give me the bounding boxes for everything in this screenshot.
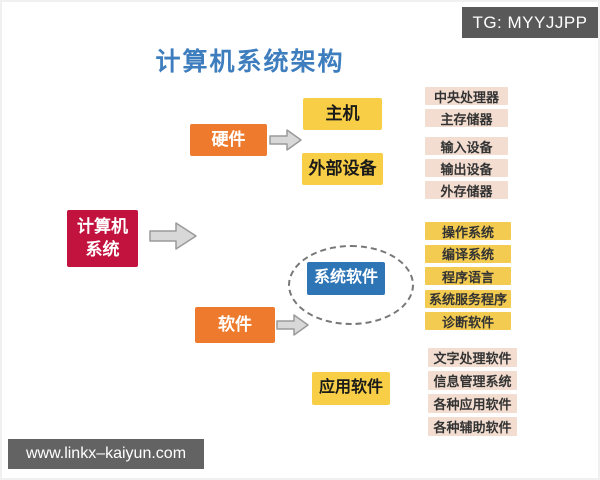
arrow-right-icon <box>269 129 302 151</box>
node-computer-system-line1: 计算机 <box>77 217 128 237</box>
node-hardware: 硬件 <box>190 124 267 156</box>
list-item: 信息管理系统 <box>428 371 517 390</box>
list-item: 程序语言 <box>425 267 511 285</box>
list-item: 中央处理器 <box>425 87 508 105</box>
tg-badge: TG: MYYJJPP <box>462 7 598 38</box>
list-item: 外存储器 <box>425 181 508 199</box>
list-item: 系统服务程序 <box>425 289 511 308</box>
node-host: 主机 <box>303 98 382 130</box>
watermark: www.linkx–kaiyun.com <box>8 439 204 469</box>
list-item: 诊断软件 <box>425 312 511 330</box>
peripheral-parts-list: 输入设备 输出设备 外存储器 <box>425 137 508 199</box>
arrow-right-icon <box>149 222 197 250</box>
node-peripherals: 外部设备 <box>302 153 383 185</box>
host-parts-list: 中央处理器 主存储器 <box>425 87 508 127</box>
list-item: 输出设备 <box>425 159 508 177</box>
list-item: 主存储器 <box>425 109 508 127</box>
list-item: 文字处理软件 <box>428 348 517 367</box>
system-software-ellipse <box>288 245 414 325</box>
list-item: 输入设备 <box>425 137 508 155</box>
list-item: 操作系统 <box>425 222 511 240</box>
node-system-software: 系统软件 <box>307 262 385 295</box>
list-item: 编译系统 <box>425 244 511 263</box>
arrow-right-icon <box>276 314 309 336</box>
list-item: 各种应用软件 <box>428 394 517 413</box>
page-title: 计算机系统架构 <box>155 48 345 76</box>
node-computer-system-line2: 系统 <box>85 239 120 259</box>
application-software-parts-list: 文字处理软件 信息管理系统 各种应用软件 各种辅助软件 <box>428 348 517 436</box>
node-application-software: 应用软件 <box>312 372 390 405</box>
node-software: 软件 <box>195 307 275 343</box>
system-software-parts-list: 操作系统 编译系统 程序语言 系统服务程序 诊断软件 <box>425 222 511 330</box>
list-item: 各种辅助软件 <box>428 417 517 436</box>
node-computer-system: 计算机 系统 <box>67 210 138 267</box>
